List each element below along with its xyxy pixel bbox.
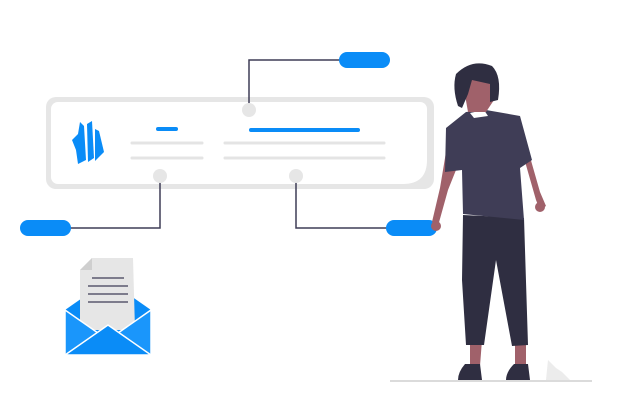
document-icon bbox=[80, 258, 135, 330]
label-pill-top bbox=[339, 52, 390, 68]
logo-icon bbox=[72, 121, 104, 164]
plant-icon bbox=[546, 360, 570, 380]
label-pill-right bbox=[386, 220, 437, 236]
connector-dots bbox=[153, 103, 303, 183]
envelope-icon bbox=[62, 258, 154, 356]
placeholder-lines bbox=[130, 127, 386, 160]
person-illustration bbox=[431, 63, 546, 380]
connectors bbox=[70, 59, 390, 229]
label-pills bbox=[20, 52, 437, 236]
label-pill-left bbox=[20, 220, 71, 236]
